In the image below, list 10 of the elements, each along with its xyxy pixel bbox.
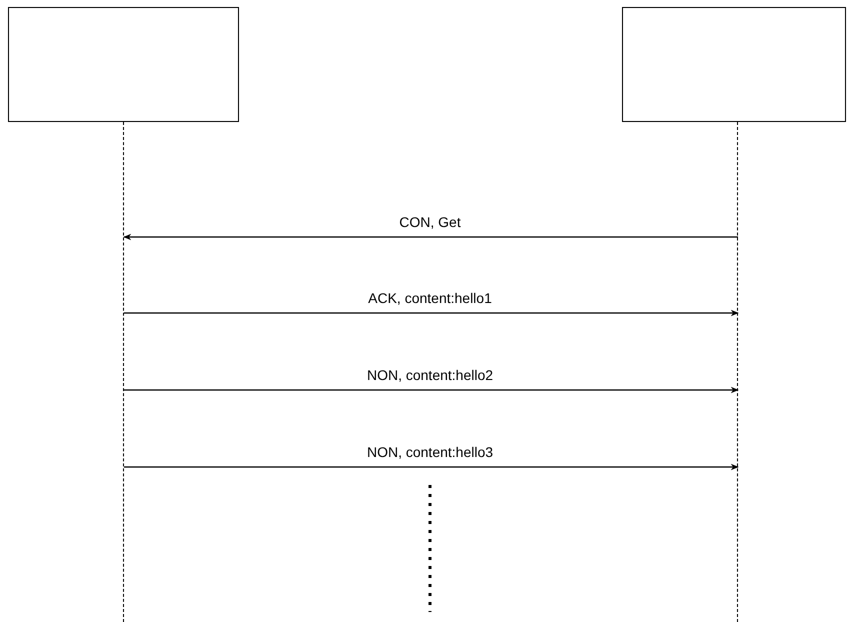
lifeline-box (8, 7, 239, 122)
edge-label: ACK, content:hello1 (366, 290, 494, 307)
edge-label: CON, Get (397, 214, 463, 231)
arrow (124, 310, 739, 316)
arrow (123, 234, 738, 240)
arrow (124, 464, 739, 470)
arrow (124, 386, 739, 394)
lifeline (123, 122, 125, 622)
lifeline (737, 122, 739, 622)
lifeline-box (622, 7, 846, 122)
